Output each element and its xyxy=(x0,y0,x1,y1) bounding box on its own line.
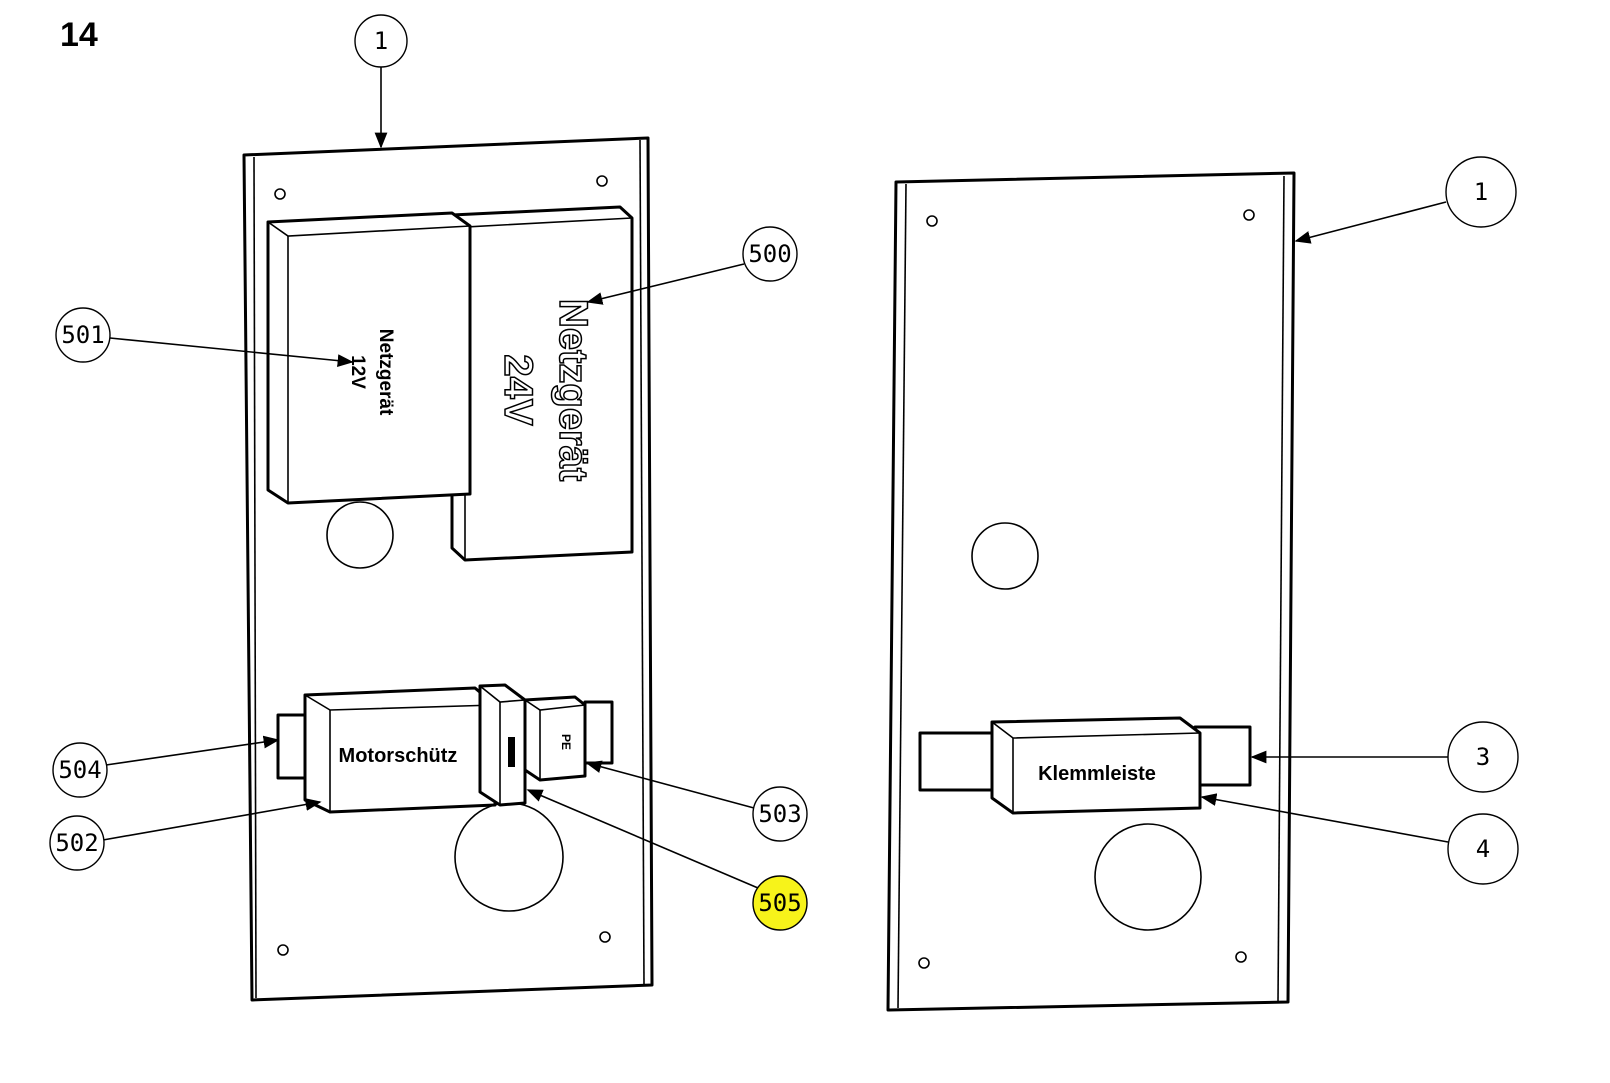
cable-hole xyxy=(326,501,394,569)
callout-503: 503 xyxy=(585,760,808,842)
pe-terminal: PE xyxy=(523,695,614,782)
figure-number: 14 xyxy=(60,16,98,54)
relay-module xyxy=(478,683,527,807)
psu-12v-label-line2: 12V xyxy=(347,355,368,389)
motor-contactor-label: Motorschütz xyxy=(339,745,458,767)
svg-text:505: 505 xyxy=(758,889,801,917)
svg-text:3: 3 xyxy=(1476,743,1490,771)
terminal-strip-label: Klemmleiste xyxy=(1038,763,1156,785)
callout-505-highlighted: 505 xyxy=(526,789,808,931)
svg-text:4: 4 xyxy=(1476,835,1490,863)
callout-504: 504 xyxy=(52,735,280,798)
callout-4: 4 xyxy=(1200,793,1519,885)
terminal-strip: Klemmleiste xyxy=(918,716,1252,815)
callout-1-left: 1 xyxy=(354,14,408,149)
svg-text:1: 1 xyxy=(1474,178,1488,206)
cable-hole xyxy=(971,522,1039,590)
callout-501: 501 xyxy=(55,307,354,367)
svg-text:503: 503 xyxy=(758,800,801,828)
pe-label: PE xyxy=(559,734,573,750)
svg-text:500: 500 xyxy=(748,240,791,268)
callout-3: 3 xyxy=(1250,721,1519,793)
psu-24v-label-line1: Netzgerät xyxy=(551,299,595,481)
svg-text:501: 501 xyxy=(61,321,104,349)
motor-contactor: Motorschütz xyxy=(276,686,497,814)
svg-text:502: 502 xyxy=(55,829,98,857)
psu-12v: Netzgerät 12V xyxy=(266,211,472,505)
psu-24v-label-line2: 24V xyxy=(496,354,540,425)
psu-24v: Netzgerät 24V xyxy=(450,205,634,562)
cable-hole xyxy=(1094,823,1202,931)
svg-text:504: 504 xyxy=(58,756,101,784)
right-mounting-plate xyxy=(886,171,1296,1012)
psu-12v-label-line1: Netzgerät xyxy=(375,329,396,416)
svg-text:1: 1 xyxy=(374,27,388,55)
callout-1-right: 1 xyxy=(1294,156,1517,244)
callout-502: 502 xyxy=(49,798,322,871)
callout-500: 500 xyxy=(586,226,798,305)
